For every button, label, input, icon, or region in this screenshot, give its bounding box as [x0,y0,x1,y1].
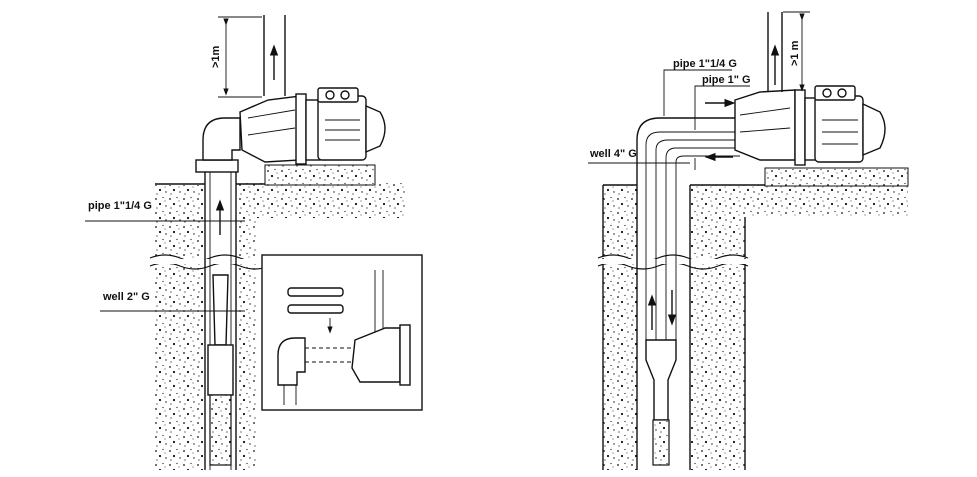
right-pump [734,85,886,166]
right-height-dimension: >1 m [783,11,810,92]
right-well-label: well 4" G [589,148,637,160]
ejector-body [212,274,229,346]
ejector-body [645,339,677,421]
strainer [209,394,232,466]
right-soil [597,167,909,470]
right-well-callout: well 4" G [588,148,690,164]
right-pipe-inner-label: pipe 1" G [702,74,751,86]
right-pipe-outer-callout: pipe 1"1/4 G [663,58,737,116]
assembly-detail-inset [261,254,423,411]
left-elbow [195,117,241,173]
left-height-dimension: >1m [210,16,262,98]
left-pipe-label: pipe 1"1/4 G [88,200,152,212]
strainer [652,419,670,466]
left-well-callout: well 2" G [100,291,245,312]
right-pipe-outer-label: pipe 1"1/4 G [673,58,737,70]
left-soil [149,164,406,470]
left-well-label: well 2" G [102,291,150,303]
left-discharge-pipe [263,15,286,96]
left-pipe-callout: pipe 1"1/4 G [85,200,245,222]
left-well-pipe [204,170,237,470]
right-installation: >1 m pipe 1"1/4 G pipe 1" G well 4" G [588,11,909,470]
right-height-label: >1 m [789,40,801,66]
right-pipe-inner-callout: pipe 1" G [694,74,751,170]
left-pump [239,87,386,165]
left-installation: >1m pipe 1"1/4 G well 2" G [85,15,423,470]
left-height-label: >1m [210,45,222,68]
foot-valve [207,344,234,396]
right-discharge-pipe [767,12,783,92]
right-well-pipes [636,98,740,470]
